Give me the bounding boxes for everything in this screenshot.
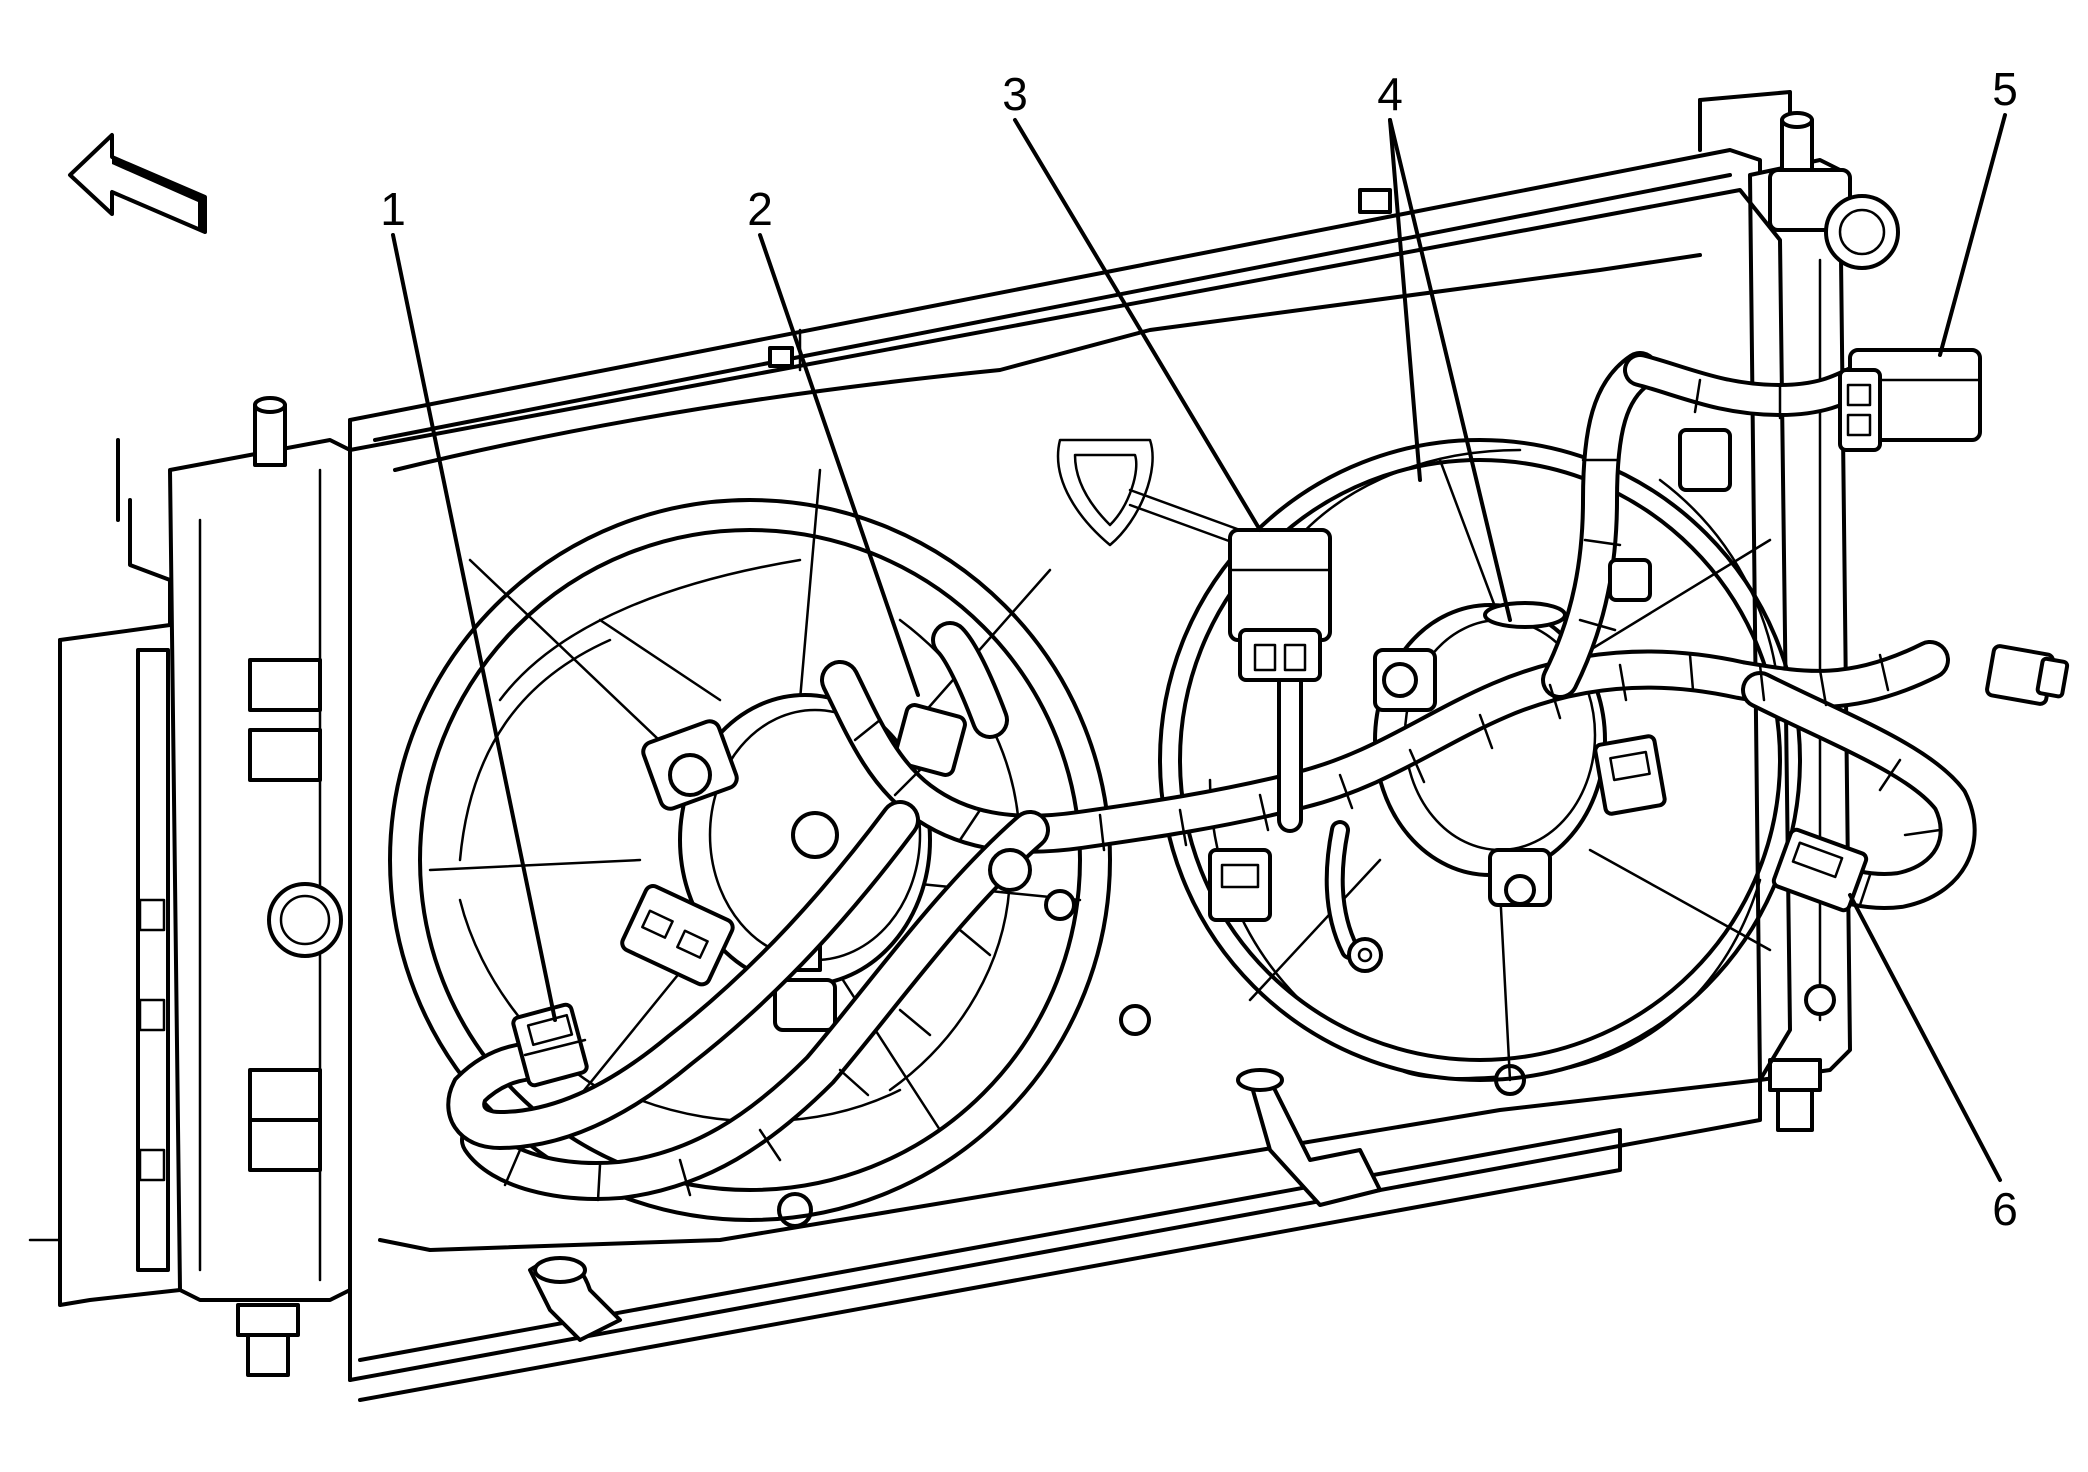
callout-5: 5 <box>1992 63 2018 115</box>
wiring-harness <box>446 351 1977 1202</box>
right-fan-connector <box>1593 734 1667 816</box>
callout-3: 3 <box>1002 68 1028 120</box>
harness-end-connector <box>1985 644 2070 706</box>
upper-right-connector <box>1608 428 1732 602</box>
front-direction-arrow-icon <box>68 133 207 234</box>
lower-outlet-hose <box>1236 1068 1382 1207</box>
callout-labels: 1 2 3 4 5 6 <box>380 63 2018 1235</box>
connector-item-5 <box>1838 348 1982 452</box>
callout-2: 2 <box>747 183 773 235</box>
callout-6: 6 <box>1992 1183 2018 1235</box>
ground-terminal <box>988 848 1383 973</box>
fan-shroud <box>348 188 1792 1252</box>
lower-left-hose <box>528 1256 622 1342</box>
leader-lines <box>391 113 2007 1182</box>
left-fan <box>388 468 1112 1222</box>
connector-item-3 <box>1228 528 1332 682</box>
callout-1: 1 <box>380 183 406 235</box>
right-radiator-tank <box>1698 90 1900 1132</box>
center-connector <box>1208 848 1272 922</box>
connector-item-6 <box>1771 827 1869 913</box>
left-mounting-bracket <box>28 438 252 1307</box>
connector-item-1 <box>511 1002 589 1088</box>
callout-4: 4 <box>1377 68 1403 120</box>
left-radiator-tank <box>168 396 352 1377</box>
